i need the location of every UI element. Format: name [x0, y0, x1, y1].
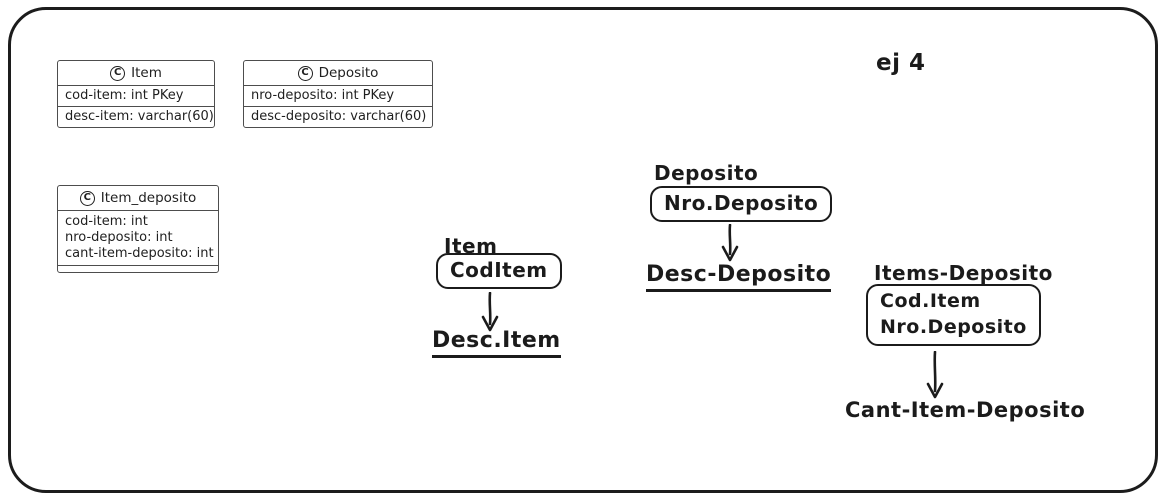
class-table-item-row-pk: cod-item: int PKey: [65, 88, 184, 103]
fd-items-deposito-key-2: Nro.Deposito: [880, 316, 1027, 338]
exercise-annotation: ej 4: [876, 50, 926, 76]
fd-item-key-box: CodItem: [436, 253, 562, 289]
class-c-icon: C: [297, 65, 313, 81]
class-table-item: C Item cod-item: int PKey desc-item: var…: [57, 60, 215, 128]
attribute-line: cod-item: int: [65, 214, 148, 229]
fd-deposito-key: Nro.Deposito: [664, 191, 819, 215]
class-table-item-deposito-title: Item_deposito: [100, 190, 197, 206]
fd-deposito-key-box: Nro.Deposito: [650, 186, 833, 222]
attribute-line: nro-deposito: int: [65, 230, 173, 245]
class-table-item-deposito-attributes: cod-item: int nro-deposito: int cant-ite…: [58, 211, 218, 265]
fd-deposito-entity-label: Deposito: [654, 161, 759, 185]
class-table-deposito-row-pk: nro-deposito: int PKey: [251, 88, 395, 103]
class-table-item-row-desc: desc-item: varchar(60): [58, 106, 214, 127]
fd-items-deposito-entity-label: Items-Deposito: [874, 261, 1053, 285]
class-c-icon: C: [79, 190, 95, 206]
class-c-icon: C: [110, 65, 126, 81]
outer-frame: [8, 7, 1158, 493]
class-table-item-title: Item: [131, 65, 162, 81]
class-table-item-header: C Item: [58, 61, 214, 86]
empty-compartment: [58, 265, 218, 272]
fd-items-deposito-key-1: Cod.Item: [880, 290, 981, 312]
class-table-deposito-row-desc: desc-deposito: varchar(60): [244, 106, 432, 127]
class-table-deposito-header: C Deposito: [244, 61, 432, 86]
class-table-deposito: C Deposito nro-deposito: int PKey desc-d…: [243, 60, 433, 128]
attribute-line: cant-item-deposito: int: [65, 246, 214, 261]
class-table-item-deposito-header: C Item_deposito: [58, 186, 218, 211]
fd-item-dependent: Desc.Item: [432, 328, 561, 358]
fd-item-key: CodItem: [450, 258, 548, 282]
down-arrow-icon: [926, 351, 944, 399]
class-table-item-deposito: C Item_deposito cod-item: int nro-deposi…: [57, 185, 219, 273]
down-arrow-icon: [481, 292, 499, 332]
fd-items-deposito-key-box: Cod.Item Nro.Deposito: [866, 284, 1041, 346]
fd-deposito-dependent: Desc-Deposito: [646, 262, 832, 292]
fd-items-deposito-dependent: Cant-Item-Deposito: [845, 398, 1086, 422]
class-table-deposito-title: Deposito: [318, 65, 379, 81]
down-arrow-icon: [721, 224, 739, 262]
